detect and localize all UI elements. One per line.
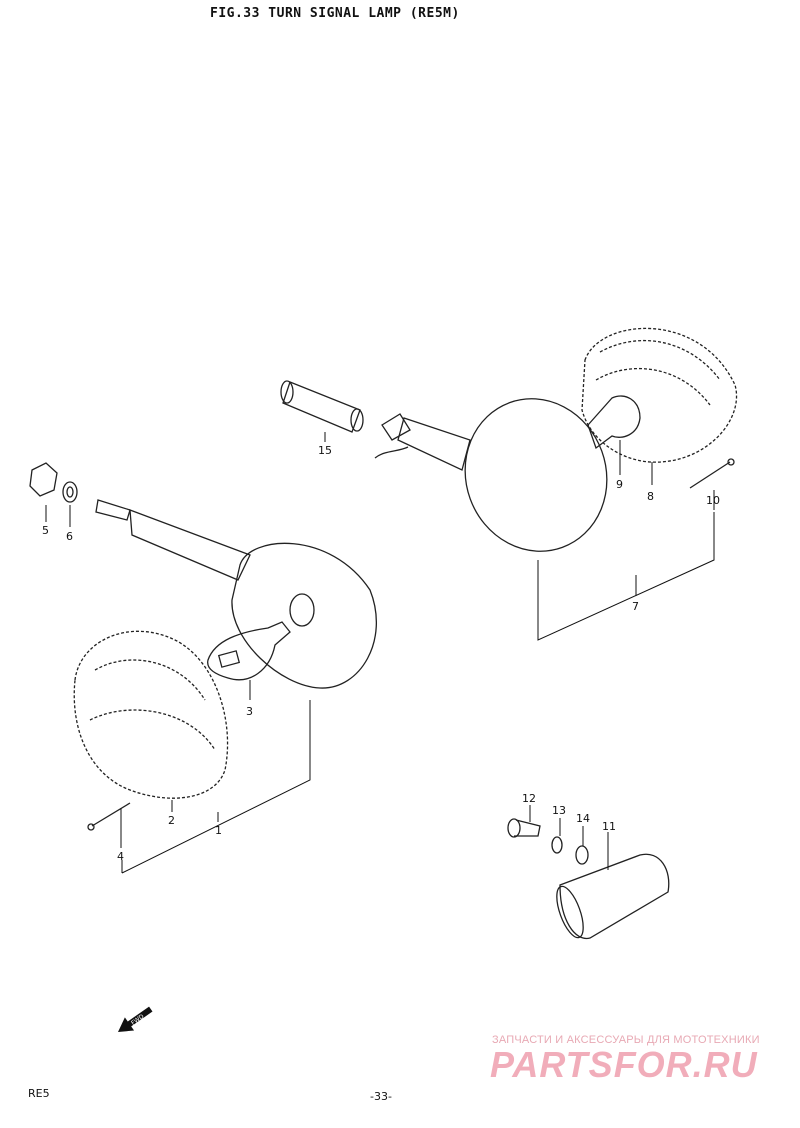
part-label-15: 15 <box>318 444 332 457</box>
part-label-3: 3 <box>246 705 253 718</box>
right-bulb-part-9 <box>587 395 641 450</box>
watermark-tagline: ЗАПЧАСТИ И АКСЕССУАРЫ ДЛЯ МОТОТЕХНИКИ <box>492 1034 760 1046</box>
left-bulb-part-3 <box>207 621 291 681</box>
left-lamp-housing <box>231 542 377 689</box>
part-label-12: 12 <box>522 792 536 805</box>
part-label-2: 2 <box>168 814 175 827</box>
bolt-part-12 <box>507 818 541 838</box>
lock-washer-part-13 <box>551 836 563 854</box>
nut-part-5 <box>29 462 58 497</box>
left-lens-part-2 <box>73 630 229 799</box>
part-label-7: 7 <box>632 600 639 613</box>
washer-part-6 <box>62 481 78 503</box>
screw-part-10 <box>689 458 735 489</box>
washer-part-14 <box>575 845 589 865</box>
right-lens-part-8 <box>581 327 738 463</box>
front-arrow-icon: FWD <box>118 1006 153 1032</box>
part-label-14: 14 <box>576 812 590 825</box>
rubber-sleeve-part-15 <box>280 380 364 433</box>
watermark-logo: PARTSFOR.RU <box>490 1044 758 1085</box>
page-number: -33- <box>370 1090 392 1103</box>
part-label-4: 4 <box>117 850 124 863</box>
part-label-9: 9 <box>616 478 623 491</box>
right-lamp-housing-part-7 <box>464 398 608 552</box>
part-label-11: 11 <box>602 820 616 833</box>
part-label-1: 1 <box>215 824 222 837</box>
screw-part-4 <box>87 802 131 831</box>
part-label-8: 8 <box>647 490 654 503</box>
part-label-13: 13 <box>552 804 566 817</box>
left-lamp-stem <box>95 499 251 581</box>
part-label-6: 6 <box>66 530 73 543</box>
part-label-10: 10 <box>706 494 720 507</box>
figure-title: FIG.33 TURN SIGNAL LAMP (RE5M) <box>210 6 460 21</box>
part-label-5: 5 <box>42 524 49 537</box>
resistor-part-11 <box>556 853 670 940</box>
right-lamp-stem <box>374 413 471 471</box>
model-code: RE5 <box>28 1087 50 1100</box>
